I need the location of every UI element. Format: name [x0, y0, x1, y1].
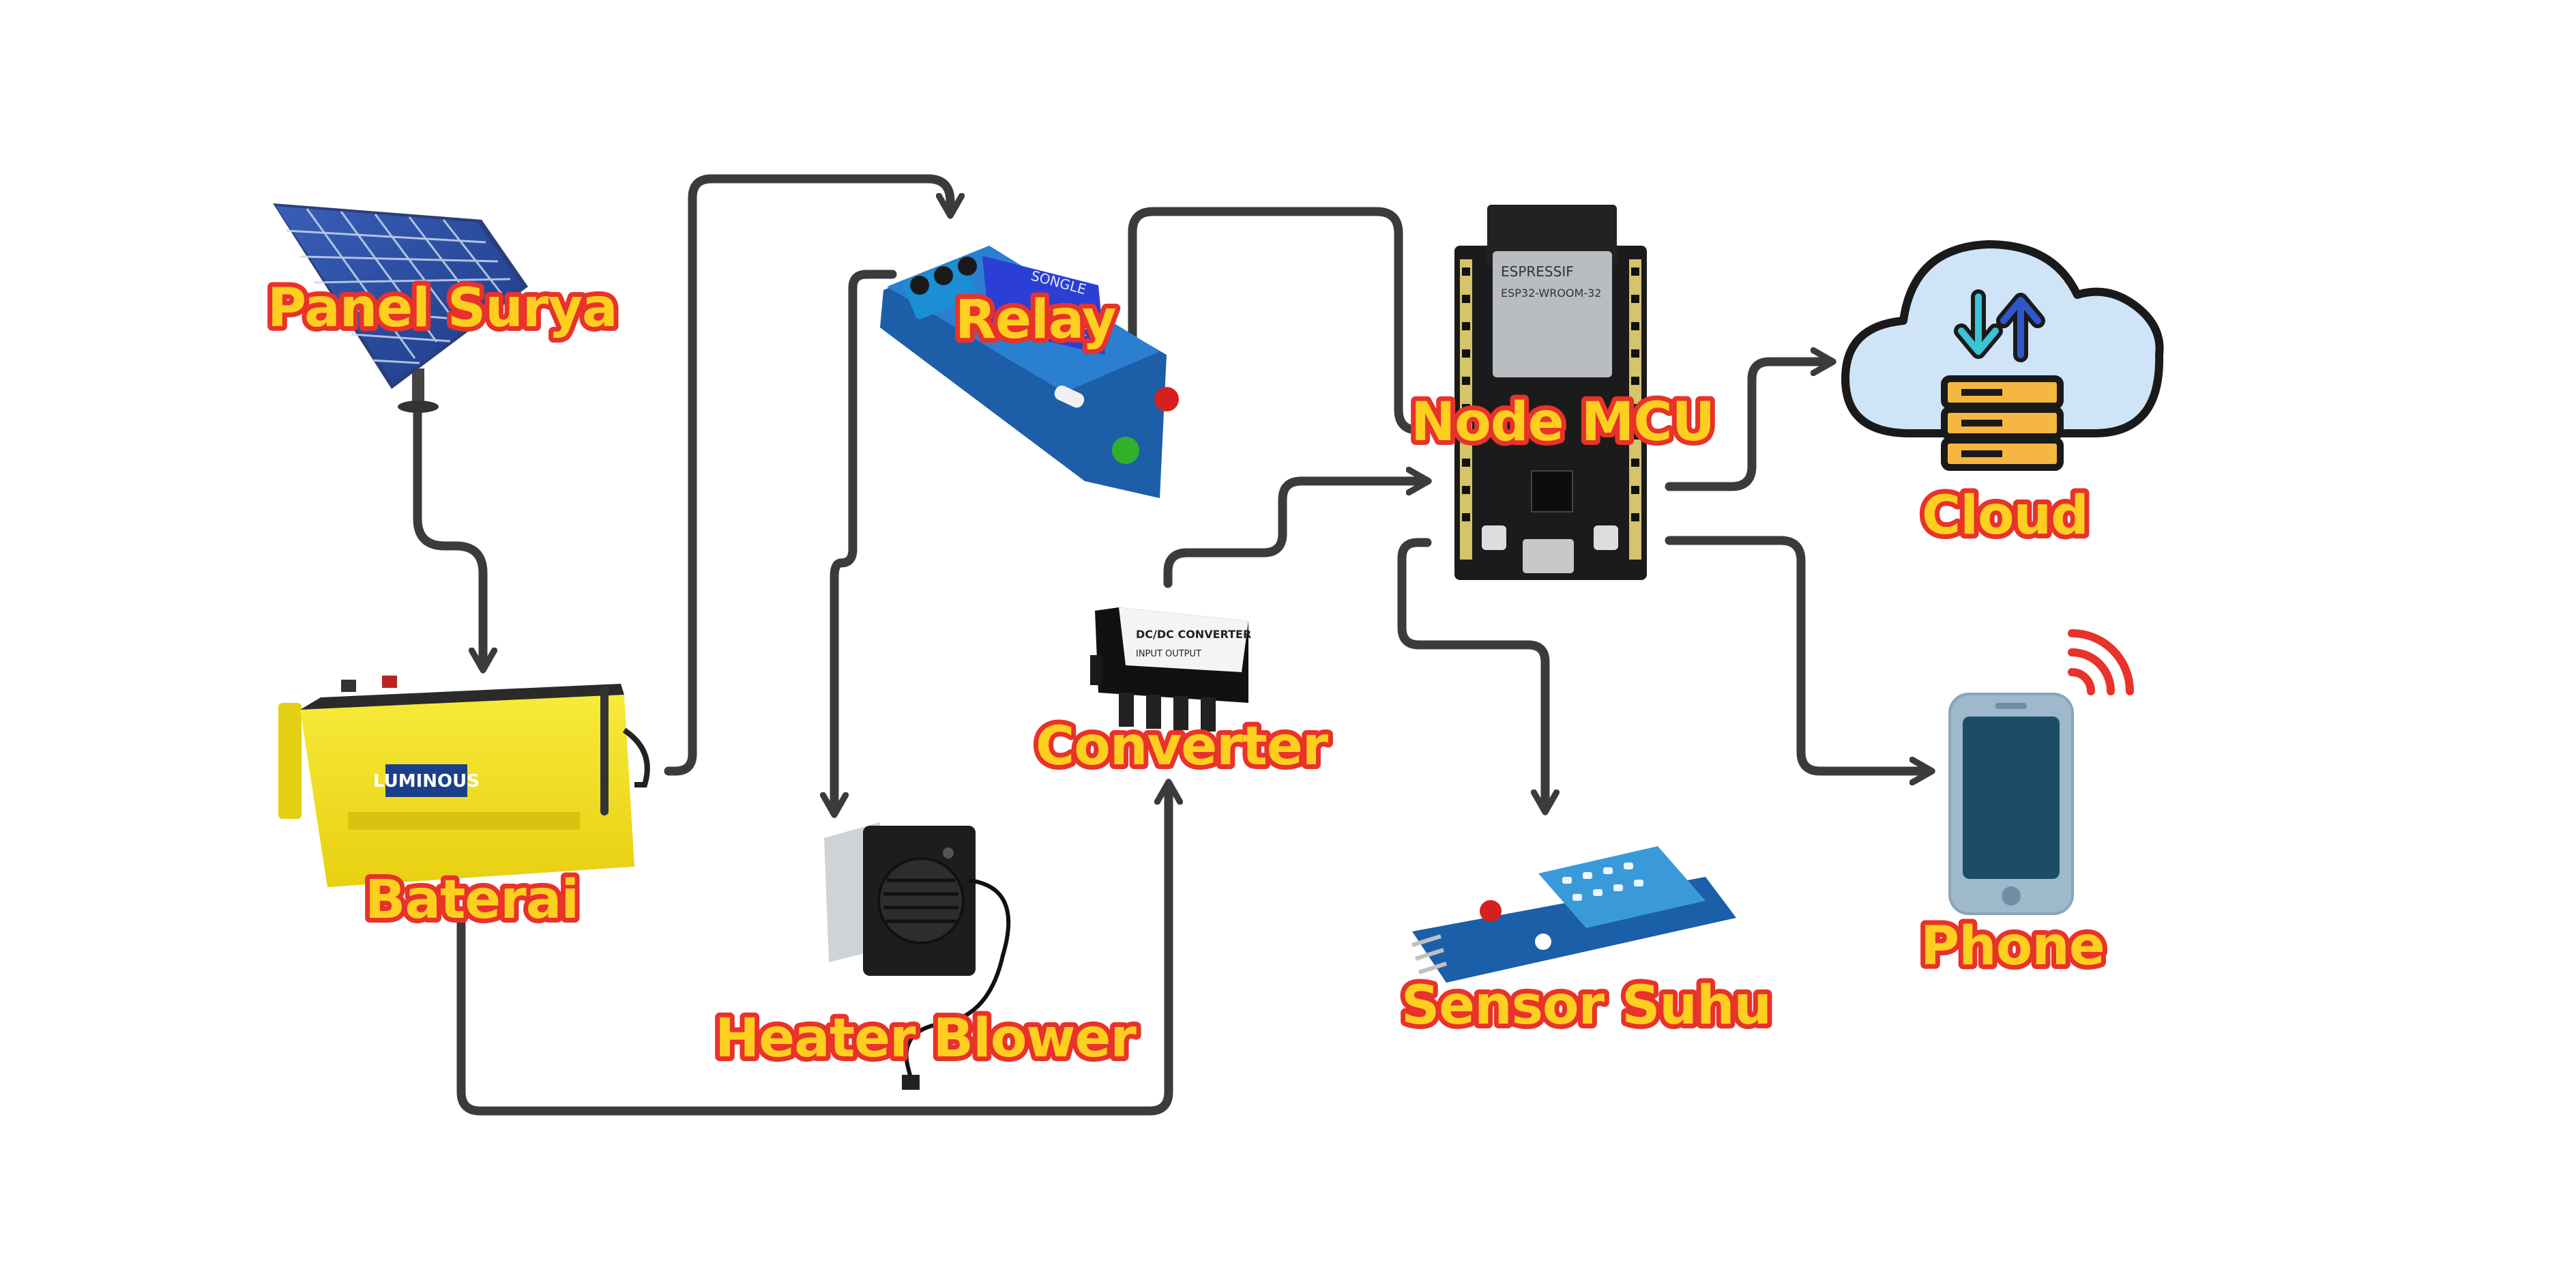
- battery-icon: LUMINOUS: [278, 676, 650, 887]
- label-phone: Phone: [1920, 916, 2105, 977]
- heater-blower-icon: [824, 822, 1011, 1090]
- temperature-sensor-icon: [1411, 846, 1736, 983]
- label-converter: Converter: [1036, 716, 1329, 777]
- wire-mcu-to-cloud: [1665, 362, 1830, 491]
- cloud-server-icon: [1841, 240, 2164, 471]
- wire-battery-to-converter: [456, 785, 1169, 1116]
- solar-panel-icon: [273, 203, 528, 413]
- wire-mcu-to-phone: [1665, 536, 1929, 771]
- wires: [413, 174, 1929, 1116]
- relay-terminal-block: [903, 257, 977, 319]
- wire-converter-to-mcu: [1163, 481, 1426, 588]
- wire-panel-to-battery: [413, 408, 483, 667]
- label-baterai: Baterai: [365, 869, 579, 931]
- label-relay: Relay: [955, 289, 1116, 351]
- upload-arrow-icon: [1996, 293, 2045, 362]
- relay-module-icon: SONGLE SRD-05VDC-SL-C: [880, 246, 1179, 498]
- esp-model-text: ESP32-WROOM-32: [1501, 287, 1601, 300]
- converter-print-text: DC/DC CONVERTER: [1136, 628, 1251, 641]
- wire-mcu-to-sensor: [1397, 538, 1545, 809]
- wifi-signal-icon: [2068, 629, 2134, 695]
- converter-io-text: INPUT OUTPUT: [1136, 649, 1201, 659]
- wire-battery-to-relay: [664, 174, 950, 776]
- label-heater-blower: Heater Blower: [715, 1008, 1137, 1069]
- battery-brand-text: LUMINOUS: [373, 771, 480, 792]
- label-panel-surya: Panel Surya: [267, 278, 617, 339]
- smartphone-icon: [1948, 693, 2074, 915]
- server-stack-icon: [1941, 375, 2064, 471]
- esp32-board-icon: ESPRESSIF ESP32-WROOM-32: [1454, 205, 1647, 580]
- label-sensor-suhu: Sensor Suhu: [1401, 975, 1771, 1037]
- label-node-mcu: Node MCU: [1411, 392, 1714, 453]
- wire-relay-to-mcu: [1128, 207, 1427, 435]
- download-arrow-icon: [1954, 289, 2003, 359]
- dc-dc-converter-icon: DC/DC CONVERTER INPUT OUTPUT: [1090, 607, 1251, 732]
- esp-print-text: ESPRESSIF: [1501, 263, 1574, 280]
- wire-relay-to-heater: [834, 270, 897, 812]
- label-cloud: Cloud: [1922, 485, 2088, 547]
